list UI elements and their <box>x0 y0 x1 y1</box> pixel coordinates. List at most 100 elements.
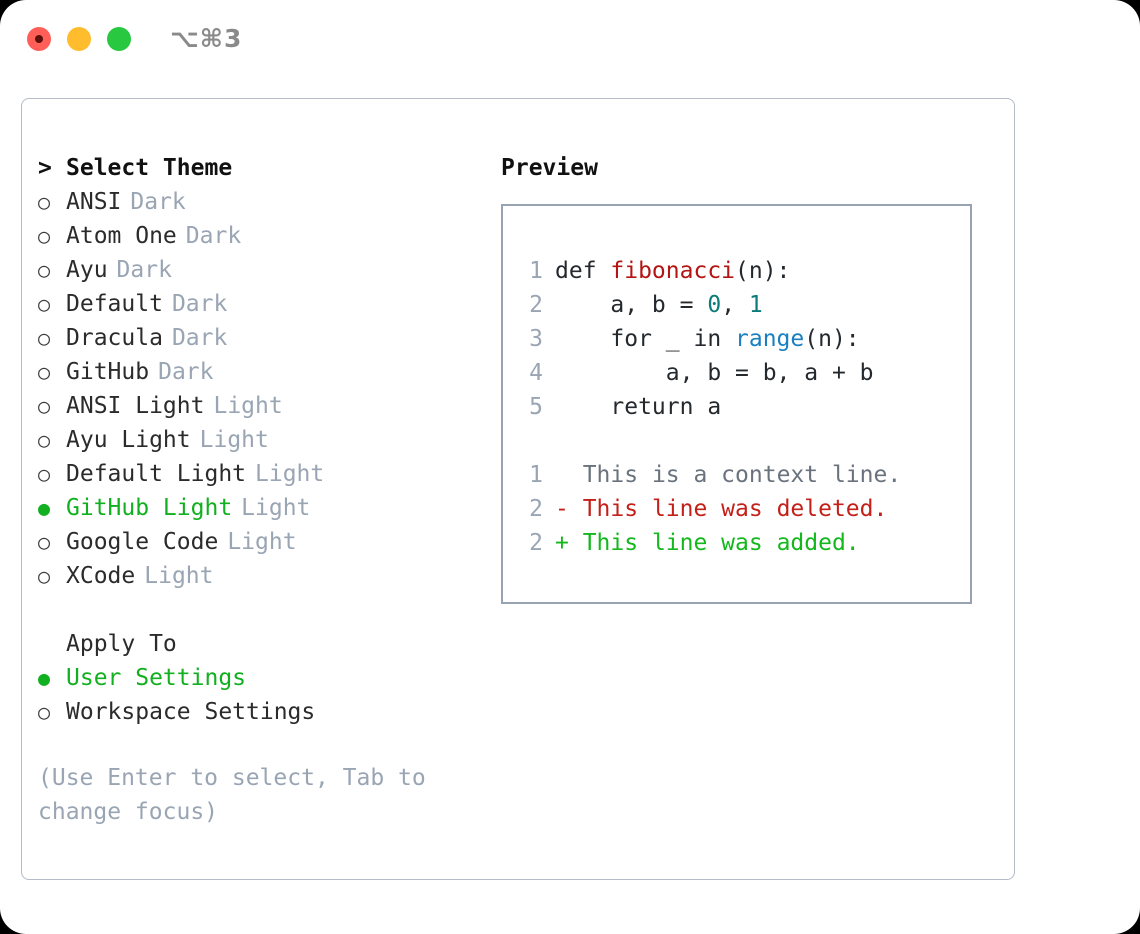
theme-option-label: GitHub <box>66 359 150 385</box>
keyboard-shortcut-label: ⌥⌘3 <box>170 24 243 53</box>
code-token-plain: (n): <box>735 258 791 284</box>
theme-option-label: ANSI <box>66 189 122 215</box>
theme-option-xcode[interactable]: ○ XCode Light <box>38 559 498 593</box>
code-token-call: range <box>735 326 805 352</box>
theme-option-default[interactable]: ○ Default Dark <box>38 287 498 321</box>
theme-option-label: GitHub Light <box>66 495 233 521</box>
theme-option-default-light[interactable]: ○ Default Light Light <box>38 457 498 491</box>
line-number: 2 <box>529 496 543 522</box>
theme-option-label: Ayu <box>66 257 108 283</box>
apply-to-option-workspace-settings[interactable]: ○ Workspace Settings <box>38 695 498 729</box>
code-line: 1 def fibonacci(n): <box>517 254 964 288</box>
theme-variant-badge: Dark <box>116 257 172 283</box>
code-token-plain: def <box>555 258 611 284</box>
theme-option-ansi-light[interactable]: ○ ANSI Light Light <box>38 389 498 423</box>
line-number: 1 <box>529 462 543 488</box>
radio-unselected-icon[interactable]: ○ <box>38 292 51 316</box>
radio-unselected-icon[interactable]: ○ <box>38 700 51 724</box>
theme-variant-badge: Light <box>213 393 283 419</box>
theme-variant-badge: Dark <box>171 291 228 317</box>
theme-option-label: Ayu Light <box>66 427 191 453</box>
theme-list-header-label: Select Theme <box>66 155 233 181</box>
theme-variant-badge: Dark <box>185 223 242 249</box>
radio-unselected-icon[interactable]: ○ <box>38 530 51 554</box>
line-number: 3 <box>529 326 543 352</box>
apply-to-option-user-settings[interactable]: ● User Settings <box>38 661 498 695</box>
apply-to-header: Apply To <box>38 627 498 661</box>
code-token-plain: (n): <box>804 326 860 352</box>
theme-option-label: Atom One <box>66 223 177 249</box>
theme-option-label: Google Code <box>66 529 219 555</box>
theme-option-dracula[interactable]: ○ Dracula Dark <box>38 321 498 355</box>
code-line: 5 return a <box>517 390 964 424</box>
code-token-num: 0 <box>707 292 722 318</box>
code-line-text: return a <box>555 390 721 424</box>
close-window-button[interactable] <box>27 27 51 51</box>
radio-selected-icon[interactable]: ● <box>38 666 51 690</box>
radio-unselected-icon[interactable]: ○ <box>38 190 51 214</box>
theme-option-label: XCode <box>66 563 136 589</box>
theme-variant-badge: Dark <box>171 325 228 351</box>
diff-line-text: This line was added. <box>568 530 860 556</box>
radio-unselected-icon[interactable]: ○ <box>38 224 51 248</box>
diff-sign: - <box>555 496 569 522</box>
radio-unselected-icon[interactable]: ○ <box>38 394 51 418</box>
apply-to-option-list: ● User Settings ○ Workspace Settings <box>38 661 498 729</box>
code-token-plain: , <box>721 292 749 318</box>
theme-option-label: ANSI Light <box>66 393 205 419</box>
theme-option-label: Dracula <box>66 325 163 351</box>
code-token-plain: for _ in <box>555 326 736 352</box>
code-token-plain: return a <box>555 394 722 420</box>
maximize-window-button[interactable] <box>107 27 131 51</box>
radio-unselected-icon[interactable]: ○ <box>38 462 51 486</box>
code-line: 3 for _ in range(n): <box>517 322 964 356</box>
diff-line-add: 2+ This line was added. <box>517 526 964 560</box>
preview-title: Preview <box>501 155 598 181</box>
radio-unselected-icon[interactable]: ○ <box>38 564 51 588</box>
code-token-plain: a, b = <box>555 292 708 318</box>
code-token-plain: a, b = b, a + b <box>555 360 874 386</box>
line-number: 2 <box>529 292 543 318</box>
theme-list-header: > Select Theme <box>38 151 498 185</box>
radio-unselected-icon[interactable]: ○ <box>38 258 51 282</box>
radio-unselected-icon[interactable]: ○ <box>38 360 51 384</box>
theme-variant-badge: Light <box>144 563 214 589</box>
diff-block: 1 This is a context line.2- This line wa… <box>517 458 964 560</box>
theme-option-label: Default <box>66 291 163 317</box>
code-line-text: a, b = 0, 1 <box>555 288 763 322</box>
theme-variant-badge: Light <box>255 461 325 487</box>
list-spacer <box>38 593 498 627</box>
code-line-text: a, b = b, a + b <box>555 356 874 390</box>
apply-to-header-label: Apply To <box>66 631 177 657</box>
theme-option-atom-one[interactable]: ○ Atom One Dark <box>38 219 498 253</box>
radio-selected-icon[interactable]: ● <box>38 496 51 520</box>
diff-line-ctx: 1 This is a context line. <box>517 458 964 492</box>
radio-unselected-icon[interactable]: ○ <box>38 326 51 350</box>
theme-option-label: Default Light <box>66 461 247 487</box>
code-line: 2 a, b = 0, 1 <box>517 288 964 322</box>
diff-line-del: 2- This line was deleted. <box>517 492 964 526</box>
code-diff-separator <box>517 424 964 458</box>
title-bar: ⌥⌘3 <box>0 0 1140 78</box>
apply-to-option-label: User Settings <box>66 665 247 691</box>
minimize-window-button[interactable] <box>67 27 91 51</box>
line-number: 5 <box>529 394 543 420</box>
code-token-fn: fibonacci <box>610 258 736 284</box>
code-token-num: 1 <box>748 292 763 318</box>
apply-to-option-label: Workspace Settings <box>66 699 316 725</box>
theme-option-ayu[interactable]: ○ Ayu Dark <box>38 253 498 287</box>
code-line: 4 a, b = b, a + b <box>517 356 964 390</box>
radio-unselected-icon[interactable]: ○ <box>38 428 51 452</box>
line-number: 1 <box>529 258 543 284</box>
diff-sign <box>555 458 569 492</box>
